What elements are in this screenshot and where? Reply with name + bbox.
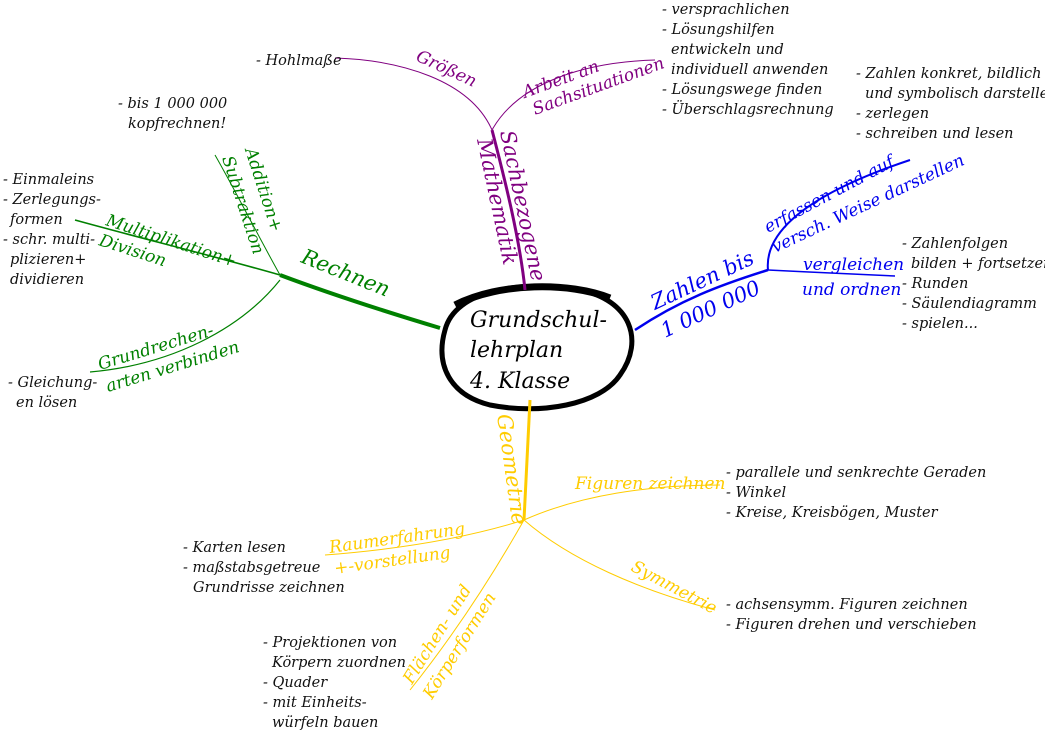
zahlen-notes: - Zahlen konkret, bildlich und symbolisc… bbox=[856, 66, 1045, 332]
branch-line bbox=[214, 154, 281, 276]
note: - Lösungshilfen bbox=[662, 22, 775, 38]
note: - maßstabsgetreue bbox=[183, 560, 320, 576]
center-line-3: 4. Klasse bbox=[469, 369, 570, 394]
note: individuell anwenden bbox=[671, 62, 828, 78]
branch-line bbox=[523, 484, 721, 521]
note: entwickeln und bbox=[671, 42, 784, 58]
center-line-1: Grundschul- bbox=[470, 308, 607, 333]
rechnen-label: Rechnen bbox=[297, 244, 393, 301]
note: - Figuren drehen und verschieben bbox=[726, 617, 977, 633]
note: - zerlegen bbox=[856, 106, 929, 122]
note: - achsensymm. Figuren zeichnen bbox=[726, 597, 968, 613]
geometrie-notes: - parallele und senkrechte Geraden - Win… bbox=[183, 465, 986, 731]
note: bilden + fortsetzen bbox=[911, 256, 1045, 272]
note: formen bbox=[9, 212, 63, 228]
note: - Quader bbox=[263, 675, 328, 691]
note: - Zerlegungs- bbox=[3, 192, 101, 208]
note: - Kreise, Kreisbögen, Muster bbox=[726, 505, 939, 521]
note: - mit Einheits- bbox=[263, 695, 367, 711]
note: - Karten lesen bbox=[183, 540, 286, 556]
note: - Säulendiagramm bbox=[902, 296, 1037, 312]
rechnen-notes: - bis 1 000 000 kopfrechnen! - Einmalein… bbox=[3, 96, 227, 411]
branch-line bbox=[279, 273, 441, 330]
branch-line bbox=[766, 159, 911, 271]
figuren-label: Figuren zeichnen bbox=[574, 474, 726, 494]
note: - Runden bbox=[902, 276, 968, 292]
center-stroke bbox=[453, 283, 612, 309]
note: - schr. multi- bbox=[3, 232, 95, 248]
note: Körpern zuordnen bbox=[271, 655, 406, 671]
branch-line bbox=[767, 269, 896, 277]
note: - bis 1 000 000 bbox=[118, 96, 227, 112]
symmetrie-label: Symmetrie bbox=[628, 557, 720, 619]
note: - Winkel bbox=[726, 485, 787, 501]
note: und symbolisch darstellen bbox=[865, 86, 1045, 102]
center-line-2: lehrplan bbox=[470, 338, 563, 363]
branch-line bbox=[522, 399, 532, 521]
vergleichen-label-1: vergleichen bbox=[803, 255, 904, 275]
note: - Gleichung- bbox=[8, 375, 97, 391]
branch-line bbox=[491, 59, 656, 131]
note: - Überschlagsrechnung bbox=[662, 100, 834, 118]
branch-line bbox=[523, 519, 716, 611]
center-node[interactable]: Grundschul- lehrplan 4. Klasse bbox=[439, 283, 635, 412]
note: kopfrechnen! bbox=[128, 116, 226, 132]
vergleichen-label-2: und ordnen bbox=[802, 280, 901, 300]
branch-rechnen[interactable]: Rechnen Addition+ Subtraktion Multiplika… bbox=[74, 143, 441, 397]
note: en lösen bbox=[16, 395, 77, 411]
note: - Lösungswege finden bbox=[662, 82, 822, 98]
note: - spielen... bbox=[902, 316, 978, 332]
note: - Zahlenfolgen bbox=[902, 236, 1008, 252]
note: plizieren+ bbox=[10, 252, 86, 268]
branch-line bbox=[74, 219, 281, 276]
note: - Einmaleins bbox=[3, 172, 94, 188]
branch-line bbox=[324, 519, 525, 556]
branch-line bbox=[634, 268, 769, 332]
note: - schreiben und lesen bbox=[856, 126, 1014, 142]
note: würfeln bauen bbox=[272, 715, 378, 731]
note: Grundrisse zeichnen bbox=[193, 580, 345, 596]
note: - versprachlichen bbox=[662, 2, 790, 18]
groessen-label: Größen bbox=[413, 46, 480, 91]
branch-line bbox=[334, 57, 493, 131]
branch-line bbox=[409, 519, 525, 691]
sach-notes: - Hohlmaße - versprachlichen - Lösungshi… bbox=[256, 2, 834, 118]
note: dividieren bbox=[10, 272, 84, 288]
branch-sach[interactable]: Sachbezogene Mathematik Größen Arbeit an… bbox=[334, 46, 667, 291]
note: - Hohlmaße bbox=[256, 53, 342, 69]
branch-line bbox=[490, 129, 527, 291]
note: - Projektionen von bbox=[263, 635, 397, 651]
note: - Zahlen konkret, bildlich bbox=[856, 66, 1042, 82]
note: - parallele und senkrechte Geraden bbox=[726, 465, 986, 481]
branch-line bbox=[89, 279, 281, 373]
